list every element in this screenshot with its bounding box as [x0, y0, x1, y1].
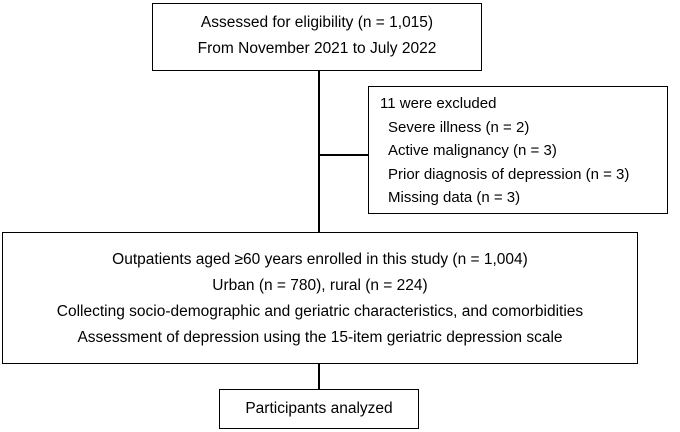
excluded-item: Active malignancy (n = 3)	[388, 142, 557, 159]
enrolled-line: Urban (n = 780), rural (n = 224)	[212, 277, 428, 294]
eligibility-count: Assessed for eligibility (n = 1,015)	[200, 14, 434, 31]
enrolled-line: Collecting socio-demographic and geriatr…	[56, 303, 584, 320]
analyzed-box: Participants analyzed	[219, 389, 419, 429]
enrolled-line: Outpatients aged ≥60 years enrolled in t…	[112, 251, 528, 268]
excluded-box: 11 were excluded Severe illness (n = 2) …	[368, 86, 668, 214]
analyzed-label: Participants analyzed	[245, 400, 393, 417]
excluded-item: Prior diagnosis of depression (n = 3)	[388, 165, 630, 183]
enrolled-line: Assessment of depression using the 15-it…	[77, 329, 563, 346]
enrolled-box: Outpatients aged ≥60 years enrolled in t…	[2, 232, 638, 364]
connector-to-excluded	[318, 154, 368, 156]
connector-enrolled-to-analyzed	[318, 364, 320, 389]
excluded-item: Severe illness (n = 2)	[388, 118, 530, 136]
connector-eligibility-to-enrolled	[318, 71, 320, 232]
eligibility-box: Assessed for eligibility (n = 1,015) Fro…	[152, 3, 482, 71]
excluded-title: 11 were excluded	[380, 95, 497, 112]
eligibility-period: From November 2021 to July 2022	[197, 40, 437, 57]
excluded-item: Missing data (n = 3)	[388, 189, 521, 206]
